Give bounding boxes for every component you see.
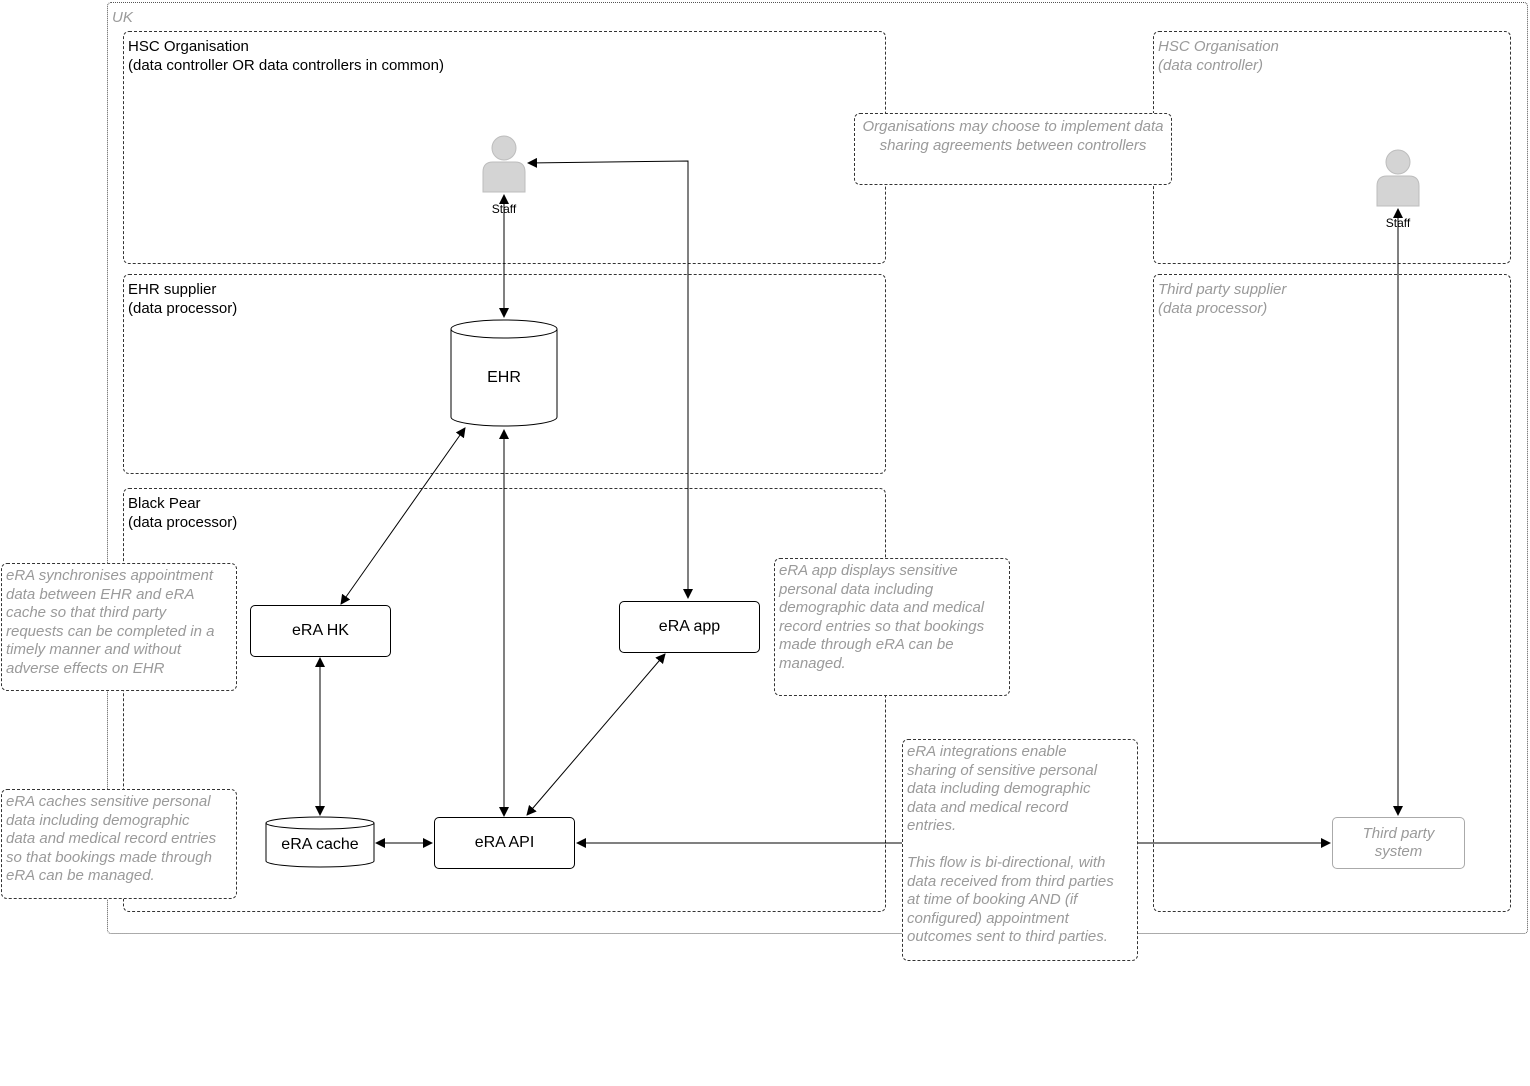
era-hk-node[interactable]: eRA HK: [250, 605, 391, 657]
era-app-node[interactable]: eRA app: [619, 601, 760, 653]
era-cache-database[interactable]: eRA cache: [265, 816, 375, 869]
third-party-supplier-region: Third party supplier (data processor): [1153, 274, 1511, 912]
region-title: HSC Organisation: [1158, 38, 1279, 55]
node-label: EHR: [487, 369, 521, 386]
staff-actor-left: Staff: [474, 134, 534, 218]
actor-label: Staff: [491, 202, 517, 216]
region-subtitle: (data processor): [1158, 300, 1268, 317]
app-displays-note: eRA app displays sensitive personal data…: [774, 558, 1010, 696]
region-title: Third party supplier: [1158, 281, 1287, 298]
region-title: HSC Organisation: [128, 38, 249, 55]
uk-title: UK: [112, 9, 133, 26]
database-icon: [450, 319, 558, 427]
sync-note: eRA synchronises appointment data betwee…: [1, 563, 237, 691]
region-title: EHR supplier: [128, 281, 217, 298]
database-icon: [265, 816, 375, 868]
region-subtitle: (data processor): [128, 300, 238, 317]
integrations-note: eRA integrations enable sharing of sensi…: [902, 739, 1138, 961]
third-party-system-node[interactable]: Third party system: [1332, 817, 1465, 869]
era-api-node[interactable]: eRA API: [434, 817, 575, 869]
person-icon: [482, 135, 526, 193]
node-label: eRA cache: [281, 836, 359, 853]
ehr-era-hk-connector: [340, 427, 466, 605]
staff-actor-right: Staff: [1368, 148, 1428, 232]
region-subtitle: (data processor): [128, 514, 238, 531]
ehr-database[interactable]: EHR: [450, 319, 558, 427]
region-subtitle: (data controller): [1158, 57, 1264, 74]
staff-era-app-connector: [527, 157, 693, 599]
region-subtitle: (data controller OR data controllers in …: [128, 57, 444, 74]
person-icon: [1376, 149, 1420, 207]
era-app-era-api-connector: [526, 653, 666, 816]
sharing-agreements-note: Organisations may choose to implement da…: [854, 113, 1172, 185]
cache-note: eRA caches sensitive personal data inclu…: [1, 789, 237, 899]
region-title: Black Pear: [128, 495, 201, 512]
uk-boundary: UK: [107, 2, 1528, 934]
actor-label: Staff: [1385, 216, 1411, 230]
